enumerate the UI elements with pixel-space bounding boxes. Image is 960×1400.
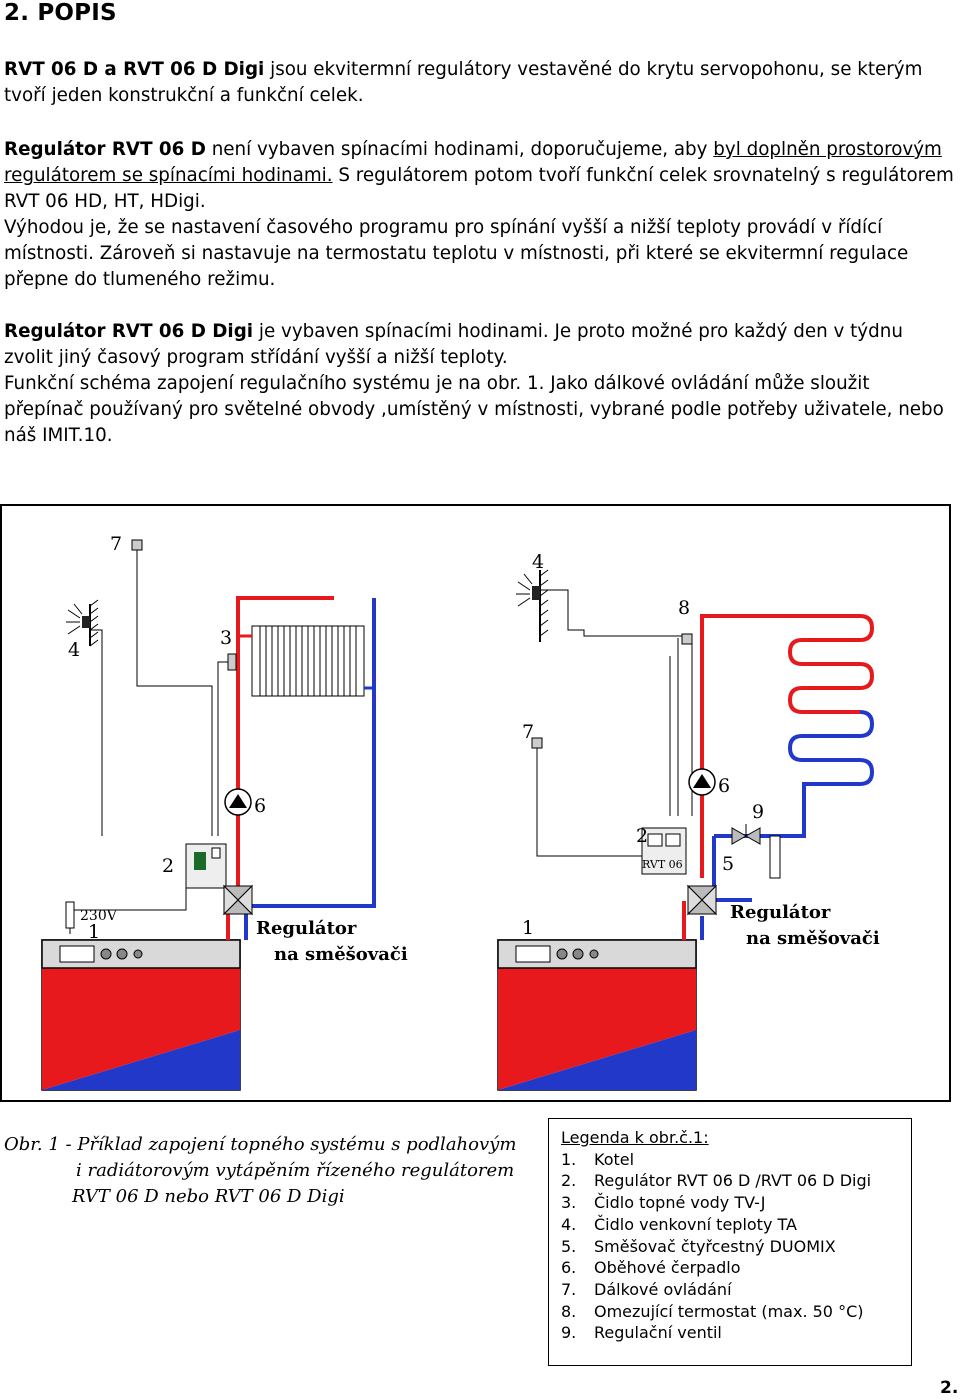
voltage-label: 230V (80, 908, 118, 924)
legend-item-num: 5. (561, 1236, 577, 1256)
legend-item-text: Čidlo venkovní teploty TA (594, 1214, 797, 1234)
legend-item-text: Omezující termostat (max. 50 °C) (594, 1301, 864, 1321)
legend-item: 4. Čidlo venkovní teploty TA (561, 1214, 899, 1236)
thermostat-module (769, 835, 781, 879)
label-left-2: 2 (162, 855, 174, 877)
legend-list: 1. Kotel 2. Regulátor RVT 06 D /RVT 06 D D… (561, 1149, 899, 1344)
caption-line-1: Obr. 1 - Příklad zapojení topného systém… (4, 1134, 517, 1155)
rvt06d-text-1: není vybaven spínacími hodinami, doporuč… (205, 139, 714, 160)
mixing-valve-right (686, 884, 718, 916)
floor-heating-loop (700, 614, 875, 838)
digi-text-1: je vybaven spínacími hodinami. Je proto … (4, 321, 903, 368)
figure-1-schematic: 230V 1 2 3 4 6 7 Regulátor na směšovači (0, 504, 951, 1102)
legend-item: 8. Omezující termostat (max. 50 °C) (561, 1301, 899, 1323)
heating-diagram: 230V 1 2 3 4 6 7 Regulátor na směšovači (41, 533, 880, 1091)
label-right-5: 5 (722, 853, 734, 875)
label-right-6: 6 (718, 775, 730, 797)
label-left-1: 1 (88, 921, 100, 943)
remote-control-right (531, 737, 662, 857)
rvt06d-underlined: byl doplněn prostorovým regulátorem se s… (4, 139, 942, 186)
regulator-title-right-2: na směšovači (746, 928, 880, 949)
mixing-valve-left (222, 884, 254, 916)
label-right-1: 1 (522, 917, 534, 939)
legend-item-num: 4. (561, 1214, 577, 1234)
regulator-title-left-1: Regulátor (256, 918, 357, 939)
legend-title: Legenda k obr.č.1: (561, 1128, 709, 1147)
legend-item: 5. Směšovač čtyřcestný DUOMIX (561, 1236, 899, 1258)
label-right-8: 8 (678, 597, 690, 619)
legend-item-num: 3. (561, 1193, 577, 1213)
return-pipe-right (700, 836, 752, 940)
rvt06-device-label: RVT 06 (642, 858, 683, 871)
legend-item: 6. Oběhové čerpadlo (561, 1257, 899, 1279)
legend-item-text: Regulátor RVT 06 D /RVT 06 D Digi (594, 1171, 872, 1191)
legend-item: 3. Čidlo topné vody TV-J (561, 1192, 899, 1214)
label-right-2: 2 (636, 825, 648, 847)
regulator-device-left (185, 843, 227, 889)
remote-control-left (131, 539, 213, 836)
legend-item-num: 8. (561, 1301, 577, 1321)
pump-left (224, 788, 252, 816)
intro-bold: RVT 06 D a RVT 06 D Digi (4, 59, 265, 80)
figure-caption: Obr. 1 - Příklad zapojení topného systém… (4, 1132, 516, 1210)
intro-text: jsou ekvitermní regulátory vestavěné do … (4, 59, 923, 106)
legend-item: 2. Regulátor RVT 06 D /RVT 06 D Digi (561, 1170, 899, 1192)
caption-line-2: i radiátorovým vytápěním řízeného regulá… (76, 1160, 515, 1181)
legend-item-num: 1. (561, 1149, 577, 1169)
label-right-7: 7 (522, 721, 534, 743)
paragraph-rvt06d: Regulátor RVT 06 D není vybaven spínacím… (4, 137, 954, 293)
outdoor-sensor-left (66, 599, 103, 836)
legend-item: 7. Dálkové ovládání (561, 1279, 899, 1301)
radiator (238, 625, 374, 697)
legend-item-num: 2. (561, 1171, 577, 1191)
label-right-9: 9 (752, 801, 764, 823)
power-cable-left (65, 876, 187, 934)
legend-item: 9. Regulační ventil (561, 1322, 899, 1344)
water-sensor-left (217, 653, 237, 836)
regulator-title-left-2: na směšovači (274, 944, 408, 965)
rvt06d-bold: Regulátor RVT 06 D (4, 139, 206, 160)
regulator-device-right (641, 827, 687, 875)
legend-item-num: 9. (561, 1323, 577, 1343)
section-heading: 2. POPIS (4, 0, 117, 26)
legend-item-text: Dálkové ovládání (594, 1279, 732, 1299)
legend-box: Legenda k obr.č.1: 1. Kotel 2. Regulátor R… (548, 1118, 912, 1366)
paragraph-rvt06d-digi: Regulátor RVT 06 D Digi je vybaven spína… (4, 319, 954, 449)
digi-text-2: Funkční schéma zapojení regulačního syst… (4, 373, 944, 446)
paragraph-intro: RVT 06 D a RVT 06 D Digi jsou ekvitermní… (4, 57, 954, 109)
boiler-right (497, 939, 697, 1091)
digi-bold: Regulátor RVT 06 D Digi (4, 321, 254, 342)
pump-right (688, 768, 716, 796)
legend-item-num: 7. (561, 1279, 577, 1299)
legend-item-text: Oběhové čerpadlo (594, 1258, 741, 1278)
outdoor-sensor-right (516, 569, 693, 816)
legend-item-num: 6. (561, 1258, 577, 1278)
legend-item-text: Čidlo topné vody TV-J (594, 1193, 766, 1213)
legend-item: 1. Kotel (561, 1149, 899, 1171)
legend-item-text: Regulační ventil (594, 1323, 722, 1343)
regulator-title-right-1: Regulátor (730, 902, 831, 923)
rvt06d-text-3: Výhodou je, že se nastavení časového pro… (4, 217, 909, 290)
legend-item-text: Směšovač čtyřcestný DUOMIX (594, 1236, 836, 1256)
legend-item-text: Kotel (594, 1149, 635, 1169)
caption-line-3: RVT 06 D nebo RVT 06 D Digi (72, 1186, 345, 1207)
regulating-valve (731, 824, 761, 845)
boiler-left (41, 939, 241, 1091)
label-left-6: 6 (254, 795, 266, 817)
label-left-4: 4 (68, 639, 80, 661)
rvt06d-text-2: S regulátorem potom tvoří funkční celek … (4, 165, 954, 212)
limit-thermostat (669, 633, 693, 816)
label-left-3: 3 (220, 627, 232, 649)
label-left-7: 7 (110, 533, 122, 555)
page-number: 2. (940, 1378, 959, 1398)
label-right-4: 4 (532, 551, 544, 573)
